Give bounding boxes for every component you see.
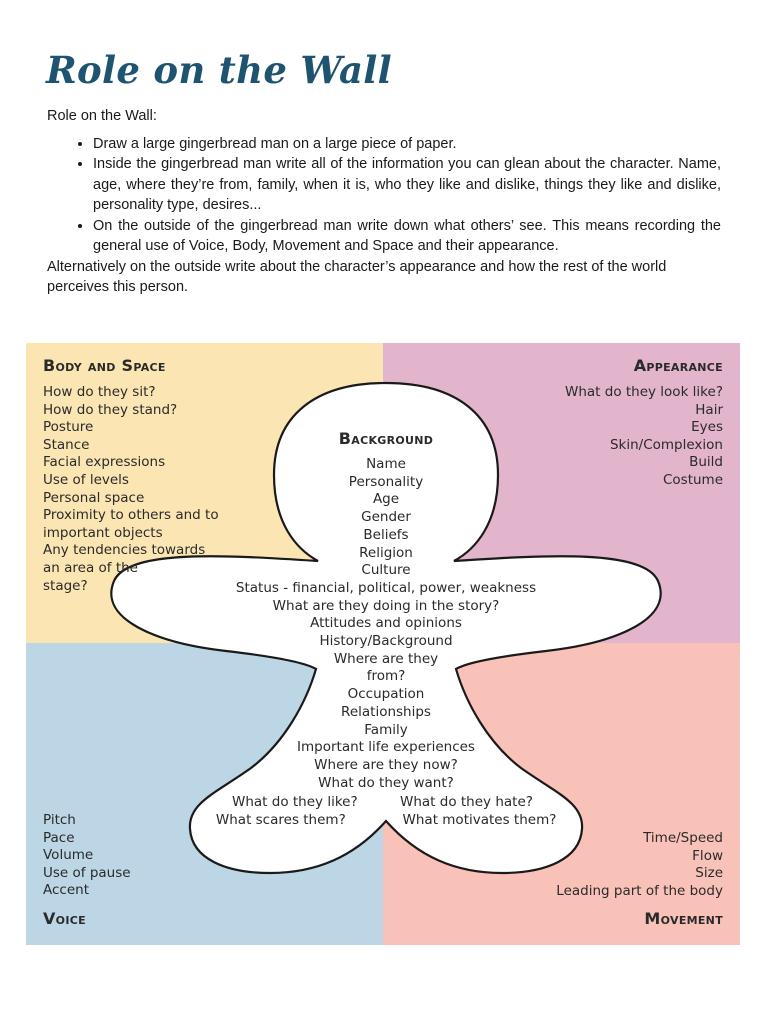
list-item: How do they stand?: [43, 402, 219, 420]
voice-list: Pitch Pace Volume Use of pause Accent: [43, 812, 131, 900]
list-item: What do they look like?: [565, 384, 723, 402]
list-item: Accent: [43, 882, 131, 900]
movement-heading: Movement: [644, 909, 723, 928]
list-item: Attitudes and opinions: [26, 615, 740, 633]
list-item: Beliefs: [26, 527, 740, 545]
list-item: Important life experiences: [26, 739, 740, 757]
list-item: Pitch: [43, 812, 131, 830]
voice-heading: Voice: [43, 909, 86, 928]
list-item: What do they hate?: [400, 794, 559, 812]
list-item: Relationships: [26, 704, 740, 722]
appearance-heading: Appearance: [634, 356, 723, 375]
list-item: Where are they: [26, 651, 740, 669]
movement-list: Time/Speed Flow Size Leading part of the…: [556, 830, 723, 900]
instruction-item: Inside the gingerbread man write all of …: [93, 154, 721, 216]
list-item: Status - financial, political, power, we…: [26, 580, 740, 598]
list-item: Pace: [43, 830, 131, 848]
list-item: Family: [26, 722, 740, 740]
intro-lead: Role on the Wall:: [47, 106, 721, 127]
background-list: Name Personality Age Gender Beliefs Reli…: [26, 456, 740, 792]
alternative-note: Alternatively on the outside write about…: [47, 257, 721, 298]
instruction-item: On the outside of the gingerbread man wr…: [93, 216, 721, 257]
page-title: Role on the Wall: [46, 48, 392, 92]
list-item: Time/Speed: [556, 830, 723, 848]
list-item: Personality: [26, 474, 740, 492]
instruction-item: Draw a large gingerbread man on a large …: [93, 134, 721, 155]
legs-right-list: What do they hate? What motivates them?: [400, 794, 559, 829]
list-item: What motivates them?: [400, 812, 559, 830]
list-item: Use of pause: [43, 865, 131, 883]
list-item: Flow: [556, 848, 723, 866]
list-item: Age: [26, 491, 740, 509]
instruction-list: Draw a large gingerbread man on a large …: [47, 134, 721, 257]
list-item: Volume: [43, 847, 131, 865]
list-item: Where are they now?: [26, 757, 740, 775]
list-item: Religion: [26, 545, 740, 563]
list-item: What are they doing in the story?: [26, 598, 740, 616]
legs-left-list: What do they like? What scares them?: [204, 794, 358, 829]
list-item: Leading part of the body: [556, 883, 723, 901]
list-item: What do they like?: [204, 794, 358, 812]
list-item: What scares them?: [204, 812, 358, 830]
list-item: Size: [556, 865, 723, 883]
role-on-the-wall-diagram: Body and Space How do they sit? How do t…: [26, 343, 740, 945]
list-item: from?: [26, 668, 740, 686]
list-item: How do they sit?: [43, 384, 219, 402]
list-item: Occupation: [26, 686, 740, 704]
body-space-heading: Body and Space: [43, 356, 166, 375]
list-item: Gender: [26, 509, 740, 527]
list-item: Culture: [26, 562, 740, 580]
background-heading: Background: [26, 429, 740, 448]
intro-section: Role on the Wall: Draw a large gingerbre…: [47, 106, 721, 298]
list-item: What do they want?: [26, 775, 740, 793]
list-item: Hair: [565, 402, 723, 420]
list-item: Name: [26, 456, 740, 474]
list-item: History/Background: [26, 633, 740, 651]
